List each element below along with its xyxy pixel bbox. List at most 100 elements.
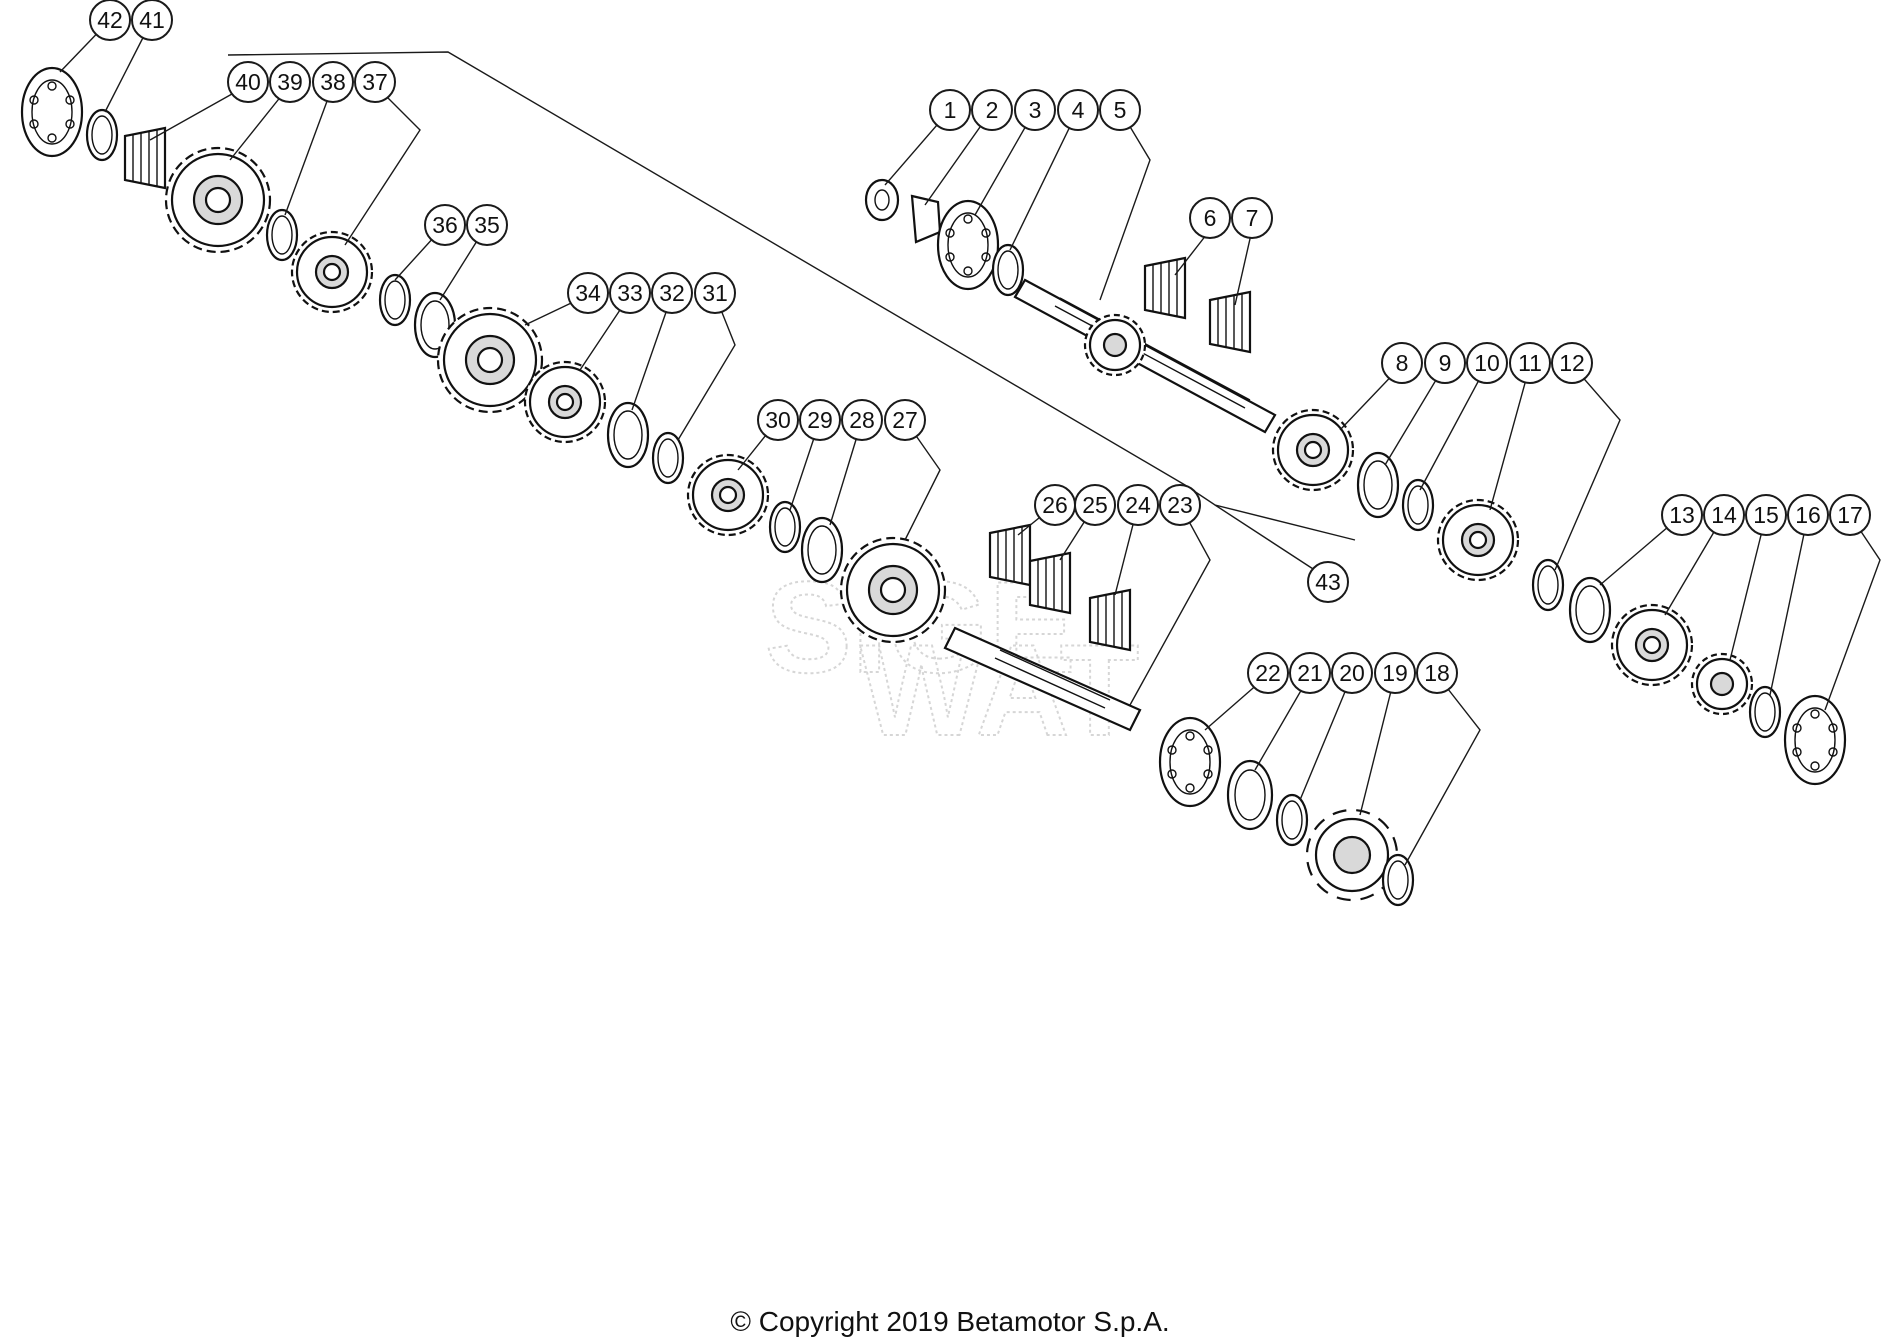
callout-34: 34 [567, 272, 609, 314]
ring-29 [768, 500, 802, 554]
svg-text:41: 41 [139, 7, 165, 33]
callout-11: 11 [1509, 342, 1551, 384]
callout-5: 5 [1099, 89, 1141, 131]
svg-text:7: 7 [1246, 205, 1259, 231]
callouts: 1 2 3 4 5 6 7 8 9 10 11 12 13 14 15 16 1… [89, 0, 1871, 694]
svg-text:34: 34 [575, 280, 601, 306]
ring-18 [1381, 853, 1415, 907]
ring-36 [378, 273, 412, 327]
callout-9: 9 [1424, 342, 1466, 384]
callout-31: 31 [694, 272, 736, 314]
callout-38: 38 [312, 61, 354, 103]
washer-28 [800, 516, 844, 584]
svg-text:11: 11 [1518, 350, 1542, 376]
svg-text:39: 39 [277, 69, 303, 95]
svg-text:28: 28 [849, 407, 875, 433]
callout-8: 8 [1381, 342, 1423, 384]
counter-bearing-right [1158, 716, 1222, 808]
svg-text:17: 17 [1837, 502, 1863, 528]
callout-21: 21 [1289, 652, 1331, 694]
callout-14: 14 [1703, 494, 1745, 536]
svg-text:36: 36 [432, 212, 458, 238]
svg-text:10: 10 [1474, 350, 1500, 376]
svg-text:19: 19 [1382, 660, 1408, 686]
ring-10 [1401, 478, 1435, 532]
counter-ring-41 [85, 108, 119, 162]
callout-29: 29 [799, 399, 841, 441]
svg-text:4: 4 [1072, 97, 1085, 123]
callout-1: 1 [929, 89, 971, 131]
gear-39 [164, 146, 272, 254]
gear-30 [686, 453, 770, 537]
callout-43: 43 [1307, 561, 1349, 603]
svg-text:26: 26 [1042, 492, 1068, 518]
washer-9 [1356, 451, 1400, 519]
callout-35: 35 [466, 204, 508, 246]
callout-23: 23 [1159, 484, 1201, 526]
callout-27: 27 [884, 399, 926, 441]
gear-37 [290, 230, 374, 314]
svg-text:32: 32 [659, 280, 685, 306]
svg-text:2: 2 [986, 97, 999, 123]
svg-text:43: 43 [1315, 569, 1341, 595]
svg-text:40: 40 [235, 69, 261, 95]
washer-32 [606, 401, 650, 469]
needle-cage-6 [1143, 256, 1187, 320]
callout-42: 42 [89, 0, 131, 41]
callout-18: 18 [1416, 652, 1458, 694]
svg-text:30: 30 [765, 407, 791, 433]
svg-text:16: 16 [1795, 502, 1821, 528]
callout-36: 36 [424, 204, 466, 246]
callout-41: 41 [131, 0, 173, 41]
gear-11 [1436, 498, 1520, 582]
svg-text:38: 38 [320, 69, 346, 95]
callout-25: 25 [1074, 484, 1116, 526]
ring-20 [1275, 793, 1309, 847]
callout-7: 7 [1231, 197, 1273, 239]
callout-3: 3 [1014, 89, 1056, 131]
callout-2: 2 [971, 89, 1013, 131]
gear-33 [523, 360, 607, 444]
svg-text:1: 1 [944, 97, 957, 123]
gear-15 [1690, 652, 1754, 716]
callout-15: 15 [1745, 494, 1787, 536]
svg-text:15: 15 [1753, 502, 1779, 528]
callout-32: 32 [651, 272, 693, 314]
sprocket-19 [1305, 808, 1399, 902]
needle-cage-25 [1028, 551, 1072, 615]
svg-text:25: 25 [1082, 492, 1108, 518]
callout-40: 40 [227, 61, 269, 103]
svg-text:42: 42 [97, 7, 123, 33]
callout-24: 24 [1117, 484, 1159, 526]
svg-text:21: 21 [1297, 660, 1323, 686]
main-shaft [1013, 278, 1277, 434]
svg-text:37: 37 [362, 69, 388, 95]
svg-text:12: 12 [1559, 350, 1585, 376]
ring-31 [651, 431, 685, 485]
main-bearing-right [1783, 694, 1847, 786]
svg-text:18: 18 [1424, 660, 1450, 686]
callout-17: 17 [1829, 494, 1871, 536]
svg-text:27: 27 [892, 407, 918, 433]
svg-text:33: 33 [617, 280, 643, 306]
callout-19: 19 [1374, 652, 1416, 694]
svg-text:35: 35 [474, 212, 500, 238]
svg-text:8: 8 [1396, 350, 1409, 376]
washer-38 [265, 208, 299, 262]
callout-33: 33 [609, 272, 651, 314]
sige-wat-watermark: SIGE WAT [764, 553, 1140, 764]
needle-cage-24 [1088, 588, 1132, 652]
needle-cage-7 [1208, 290, 1252, 354]
main-ring [991, 243, 1025, 297]
svg-text:29: 29 [807, 407, 833, 433]
main-bearing-left [936, 199, 1000, 291]
washer-13 [1568, 576, 1612, 644]
callout-16: 16 [1787, 494, 1829, 536]
callout-12: 12 [1551, 342, 1593, 384]
callout-26: 26 [1034, 484, 1076, 526]
svg-text:20: 20 [1339, 660, 1365, 686]
gear-27 [839, 536, 947, 644]
main-shaft-assembly [864, 178, 1847, 786]
countershaft-assembly [20, 66, 1415, 907]
counter-bearing-left [20, 66, 84, 158]
